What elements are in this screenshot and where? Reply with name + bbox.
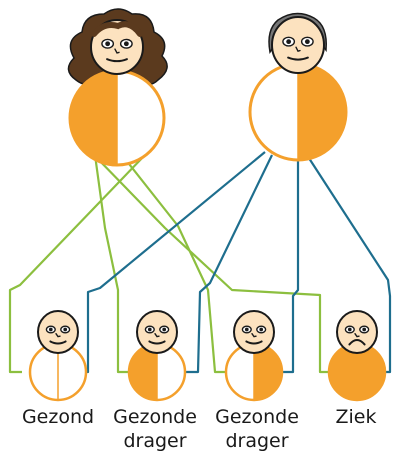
mother-fringe (91, 21, 143, 37)
child-2-mouth (148, 340, 166, 345)
child-2-symbol-right-half (157, 344, 185, 400)
father-line-to-child-4 (304, 151, 392, 374)
child-label-healthy: Gezond (21, 406, 95, 428)
father-left-pupil (286, 39, 292, 45)
child-4-left-pupil (347, 327, 352, 332)
child-3-mouth (245, 340, 263, 345)
child-1-symbol-right-half (58, 344, 86, 400)
father-line-to-child-2 (186, 154, 273, 374)
mother-line-to-child-1 (8, 154, 146, 374)
mother-line-to-child-3 (121, 154, 225, 374)
father-nose (295, 46, 301, 52)
child-2-face (136, 310, 178, 354)
child-label-carrier-2: Gezonde drager (215, 406, 299, 452)
child-2-left-pupil (147, 327, 152, 332)
child-3-symbol-left-half (226, 344, 254, 400)
child-label-affected: Ziek (335, 406, 377, 428)
father-right-pupil (304, 39, 310, 45)
father-face (271, 16, 325, 74)
child-3-left-pupil (244, 327, 249, 332)
mother-symbol-left-half (70, 71, 117, 165)
father-mouth (287, 56, 309, 61)
mother-line-to-child-2 (93, 154, 130, 374)
child-4-mouth (348, 338, 366, 346)
child-2-nose (154, 332, 160, 338)
father-line-to-child-3 (282, 158, 300, 374)
child-4-face (336, 310, 378, 354)
mother-face (90, 19, 144, 75)
child-2-symbol-left-half (129, 344, 157, 400)
mother-nose (114, 48, 120, 54)
child-2-right-pupil (162, 327, 167, 332)
child-1-mouth (49, 340, 67, 345)
mother-line-to-child-4 (93, 154, 330, 374)
child-3-right-pupil (259, 327, 264, 332)
child-3-nose (251, 332, 257, 338)
child-1-symbol-left-half (30, 344, 58, 400)
child-4-right-pupil (362, 327, 367, 332)
child-label-carrier-1: Gezonde drager (113, 406, 197, 452)
mother-mouth (106, 58, 128, 63)
mother-left-pupil (105, 41, 111, 47)
mother-right-pupil (123, 41, 129, 47)
father-symbol-right-half (298, 64, 346, 160)
child-3-symbol-right-half (254, 344, 282, 400)
child-1-right-pupil (63, 327, 68, 332)
child-1-face (37, 310, 79, 354)
child-1-nose (55, 332, 61, 338)
child-4-symbol-right-half (357, 344, 385, 400)
father-symbol-left-half (250, 64, 298, 160)
child-3-face (233, 310, 275, 354)
mother-symbol-right-half (117, 71, 164, 165)
child-1-left-pupil (48, 327, 53, 332)
child-4-nose (354, 332, 360, 338)
child-4-symbol-left-half (329, 344, 357, 400)
